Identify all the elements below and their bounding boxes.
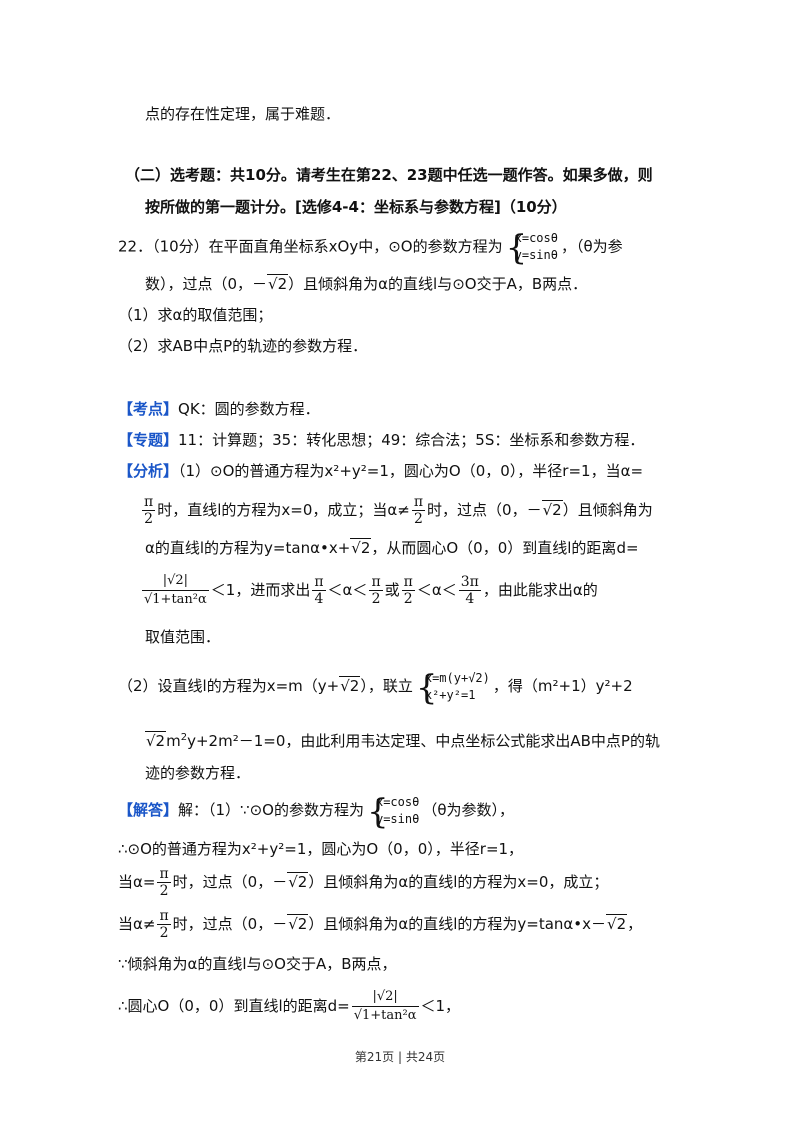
text-line: ∵倾斜角为α的直线l与⊙O交于A，B两点，	[118, 955, 397, 973]
sub-question: （2）求AB中点P的轨迹的参数方程．	[118, 337, 368, 355]
kaodian-tag: 【考点】	[118, 400, 179, 418]
text-line: √2m2y+2m²－1=0，由此利用韦达定理、中点坐标公式能求出AB中点P的轨	[145, 731, 660, 750]
text-line: 迹的参数方程．	[145, 764, 251, 782]
text-line: （2）设直线l的方程为x=m（y+√2），联立{x=m(y+√2)x²+y²=1…	[118, 667, 633, 708]
text-line: 数），过点（0，－√2）且倾斜角为α的直线l与⊙O交于A，B两点．	[145, 274, 588, 293]
page-footer: 第21页 | 共24页	[354, 1050, 446, 1064]
text-line: 取值范围．	[145, 628, 221, 646]
text-line: α的直线l的方程为y=tanα•x+√2，从而圆心O（0，0）到直线l的距离d=	[145, 538, 639, 557]
text-line: ∴⊙O的普通方程为x²+y²=1，圆心为O（0，0），半径r=1，	[118, 840, 524, 858]
text-line: ∴圆心O（0，0）到直线l的距离d=|√2|√1+tan²α＜1，	[118, 989, 461, 1023]
equation-system: {x=m(y+√2)x²+y²=1	[415, 667, 490, 708]
kaodian-line: 【考点】QK：圆的参数方程．	[118, 400, 320, 418]
sub-question: （1）求α的取值范围；	[118, 306, 273, 324]
zhuanti-tag: 【专题】	[118, 431, 179, 449]
section-heading: （二）选考题：共10分。请考生在第22、23题中任选一题作答。如果多做，则	[125, 166, 653, 184]
zhuanti-line: 【专题】11：计算题；35：转化思想；49：综合法；5S：坐标系和参数方程．	[118, 431, 645, 449]
jieda-tag: 【解答】	[118, 801, 179, 819]
fenxi-line: 【分析】（1）⊙O的普通方程为x²+y²=1，圆心为O（0，0），半径r=1，当…	[118, 462, 644, 480]
fenxi-tag: 【分析】	[118, 462, 179, 480]
section-heading: 按所做的第一题计分。[选修4-4：坐标系与参数方程]（10分）	[145, 198, 567, 216]
text-line: 点的存在性定理，属于难题．	[145, 105, 341, 123]
